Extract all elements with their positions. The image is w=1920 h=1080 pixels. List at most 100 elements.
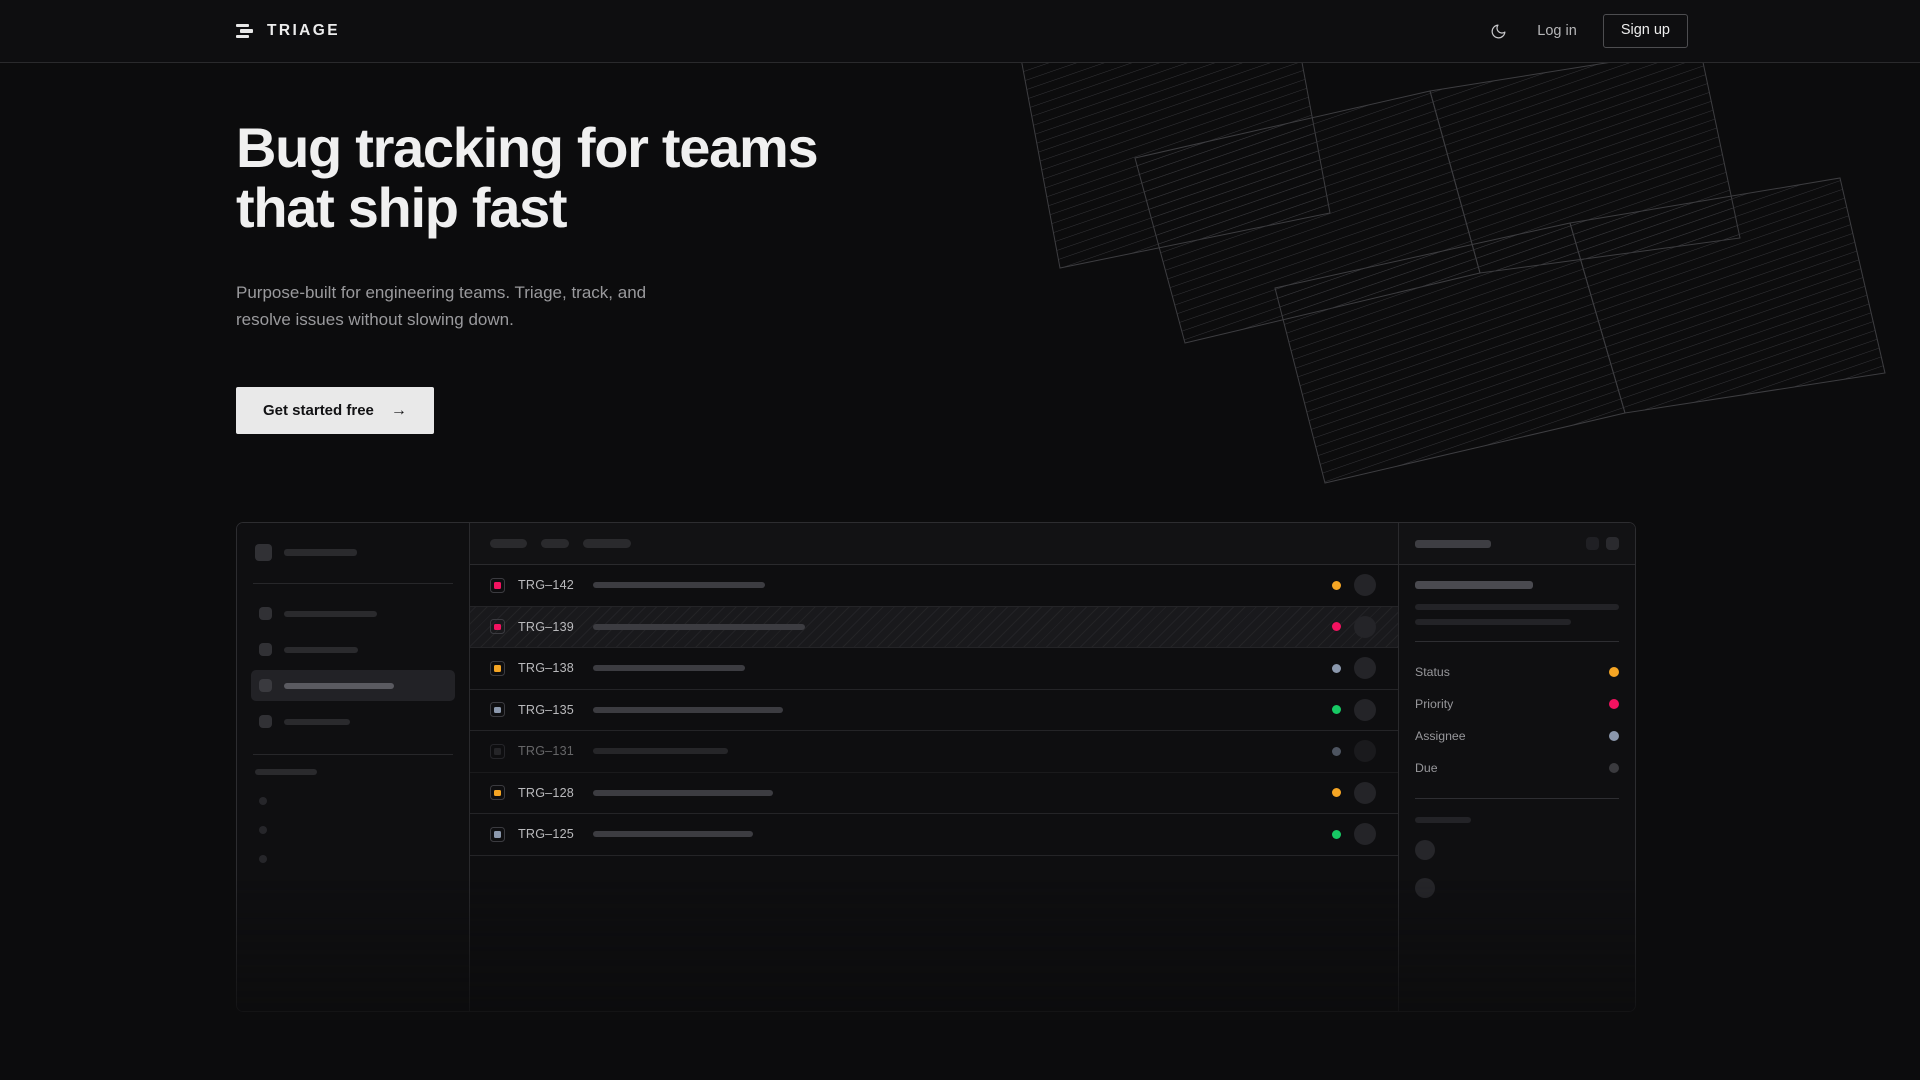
priority-indicator [490,827,505,842]
issue-title-placeholder [593,624,1332,630]
issue-title-placeholder [593,790,1332,796]
detail-field[interactable]: Priority [1415,688,1619,720]
issue-title-placeholder [593,582,1332,588]
detail-panel-body: StatusPriorityAssigneeDue [1399,565,1635,784]
status-badge [1332,664,1341,673]
sidebar-item-icon [259,679,272,692]
avatar [1354,823,1376,845]
sidebar-sub-item-1[interactable] [251,789,455,813]
avatar [1354,782,1376,804]
table-row[interactable]: TRG–131 [470,731,1398,773]
mockup-issue-list: TRG–142TRG–139TRG–138TRG–135TRG–131TRG–1… [470,523,1398,1011]
toolbar-sort-chip[interactable] [541,539,569,548]
detail-field-label: Due [1415,761,1438,775]
top-navigation-bar: TRIAGE Log in Sign up [0,0,1920,63]
mockup-sidebar [237,523,470,1011]
toolbar-filter-chip[interactable] [490,539,527,548]
avatar [1354,616,1376,638]
brand-logo[interactable]: TRIAGE [236,22,340,40]
detail-issue-title-placeholder [1415,581,1533,589]
moon-icon[interactable] [1481,14,1515,48]
avatar [1354,574,1376,596]
detail-field[interactable]: Assignee [1415,720,1619,752]
toolbar-view-chip[interactable] [583,539,631,548]
issue-id: TRG–135 [518,703,580,717]
detail-field-value-dot [1609,667,1619,677]
status-badge [1332,705,1341,714]
row-meta [1332,657,1398,679]
sidebar-item-1[interactable] [251,598,455,629]
sidebar-item-2[interactable] [251,634,455,665]
hero-section: Bug tracking for teams that ship fast Pu… [236,118,817,434]
sidebar-item-label [284,611,377,617]
page-title: Bug tracking for teams that ship fast [236,118,817,239]
activity-avatar-1 [1415,840,1435,860]
issue-id: TRG–131 [518,744,580,758]
table-row[interactable]: TRG–128 [470,773,1398,815]
sidebar-workspace-header[interactable] [251,539,455,566]
detail-field[interactable]: Due [1415,752,1619,784]
table-row[interactable]: TRG–135 [470,690,1398,732]
cta-label: Get started free [263,402,374,419]
detail-field-value-dot [1609,699,1619,709]
detail-field[interactable]: Status [1415,656,1619,688]
sidebar-item-label [284,647,358,653]
sidebar-sub-item-3[interactable] [251,847,455,871]
table-row[interactable]: TRG–139 [470,607,1398,649]
detail-field-value-dot [1609,763,1619,773]
sidebar-divider-1 [253,583,453,584]
stacked-bars-logo-icon [236,23,253,40]
workspace-avatar [255,544,272,561]
priority-indicator [490,578,505,593]
issue-title-placeholder [593,707,1332,713]
detail-field-label: Priority [1415,697,1453,711]
detail-action-icon-1[interactable] [1586,537,1599,550]
detail-action-icon-2[interactable] [1606,537,1619,550]
priority-indicator [490,744,505,759]
detail-fields-container: StatusPriorityAssigneeDue [1415,656,1619,784]
issue-id: TRG–139 [518,620,580,634]
signup-button[interactable]: Sign up [1603,14,1688,48]
sidebar-item-label [284,683,394,689]
sidebar-item-icon [259,715,272,728]
sidebar-sub-item-2[interactable] [251,818,455,842]
arrow-right-icon: → [391,403,407,419]
detail-field-label: Assignee [1415,729,1466,743]
sidebar-item-label [284,719,350,725]
avatar [1354,699,1376,721]
brand-name: TRIAGE [267,22,340,40]
sidebar-section-label [255,769,317,775]
issue-id: TRG–142 [518,578,580,592]
detail-panel-header [1399,523,1635,565]
row-meta [1332,616,1398,638]
row-meta [1332,782,1398,804]
sidebar-divider-2 [253,754,453,755]
table-row[interactable]: TRG–138 [470,648,1398,690]
issue-list-empty-space [470,856,1398,1012]
issue-title-placeholder [593,748,1332,754]
row-meta [1332,823,1398,845]
activity-avatar-2 [1415,878,1435,898]
table-row[interactable]: TRG–142 [470,565,1398,607]
sidebar-item-3-active[interactable] [251,670,455,701]
priority-indicator [490,702,505,717]
sidebar-item-4[interactable] [251,706,455,737]
bullet-icon [259,826,267,834]
issue-id: TRG–125 [518,827,580,841]
detail-field-label: Status [1415,665,1450,679]
issue-list-toolbar [470,523,1398,565]
detail-field-value-dot [1609,731,1619,741]
detail-divider-1 [1415,641,1619,642]
status-badge [1332,747,1341,756]
row-meta [1332,699,1398,721]
avatar [1354,740,1376,762]
login-link[interactable]: Log in [1537,23,1577,39]
table-row[interactable]: TRG–125 [470,814,1398,856]
detail-title-placeholder [1415,540,1491,548]
issue-id: TRG–138 [518,661,580,675]
sidebar-item-icon [259,607,272,620]
bullet-icon [259,797,267,805]
sidebar-item-icon [259,643,272,656]
get-started-button[interactable]: Get started free → [236,387,434,434]
